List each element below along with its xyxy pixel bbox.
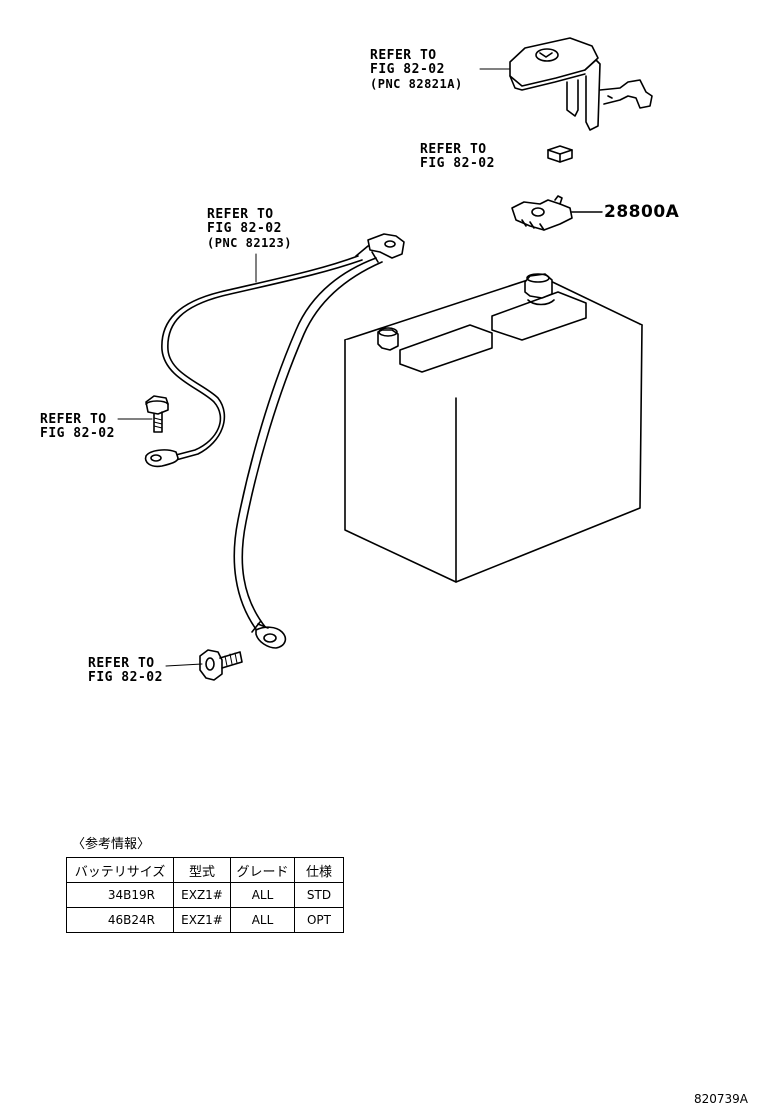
cell-model: EXZ1#	[173, 907, 231, 933]
header-spec: 仕様	[294, 857, 344, 883]
cell-battery-size: 34B19R	[66, 882, 174, 908]
table-row: 34B19R EXZ1# ALL STD	[66, 882, 344, 908]
terminal-cover-drawing	[509, 37, 653, 131]
reference-header-row: バッテリサイズ 型式 グレード 仕様	[66, 857, 344, 883]
callout-nut: REFER TO FIG 82-02	[420, 143, 495, 171]
figure-code: 820739A	[693, 1092, 748, 1106]
header-model: 型式	[173, 857, 231, 883]
callout-bolt-bottom-line1: REFER TO	[88, 656, 155, 671]
nut-drawing	[547, 145, 573, 163]
cable-drawing	[144, 233, 405, 649]
callout-cover-line3: (PNC 82821A)	[370, 77, 463, 91]
callout-cover: REFER TO FIG 82-02 (PNC 82821A)	[370, 49, 463, 92]
bolt-bottom-drawing	[199, 649, 243, 681]
callout-cable-line3: (PNC 82123)	[207, 236, 292, 250]
callout-bolt-bottom-line2: FIG 82-02	[88, 670, 163, 685]
header-battery-size: バッテリサイズ	[66, 857, 174, 883]
callout-nut-line1: REFER TO	[420, 142, 487, 157]
callout-bolt-bottom: REFER TO FIG 82-02	[88, 657, 163, 685]
callout-cable-line2: FIG 82-02	[207, 221, 282, 236]
callout-bolt-left-line2: FIG 82-02	[40, 426, 115, 441]
cell-model: EXZ1#	[173, 882, 231, 908]
callout-nut-line2: FIG 82-02	[420, 156, 495, 171]
part-number-label: 28800A	[604, 202, 680, 222]
callout-bolt-left-line1: REFER TO	[40, 412, 107, 427]
reference-title: 〈参考情報〉	[72, 837, 151, 852]
terminal-clamp-drawing	[511, 195, 573, 231]
callout-bolt-left: REFER TO FIG 82-02	[40, 413, 115, 441]
callout-cable-line1: REFER TO	[207, 207, 274, 222]
cell-grade: ALL	[230, 907, 295, 933]
table-row: 46B24R EXZ1# ALL OPT	[66, 907, 344, 933]
cell-battery-size: 46B24R	[66, 907, 174, 933]
bolt-left-drawing	[145, 395, 169, 433]
cell-spec: OPT	[294, 907, 344, 933]
callout-cover-line2: FIG 82-02	[370, 62, 445, 77]
battery-drawing	[344, 273, 643, 583]
reference-table: バッテリサイズ 型式 グレード 仕様 34B19R EXZ1# ALL STD …	[66, 857, 344, 933]
callout-cover-line1: REFER TO	[370, 48, 437, 63]
cell-spec: STD	[294, 882, 344, 908]
callout-cable: REFER TO FIG 82-02 (PNC 82123)	[207, 208, 292, 251]
header-grade: グレード	[230, 857, 295, 883]
cell-grade: ALL	[230, 882, 295, 908]
